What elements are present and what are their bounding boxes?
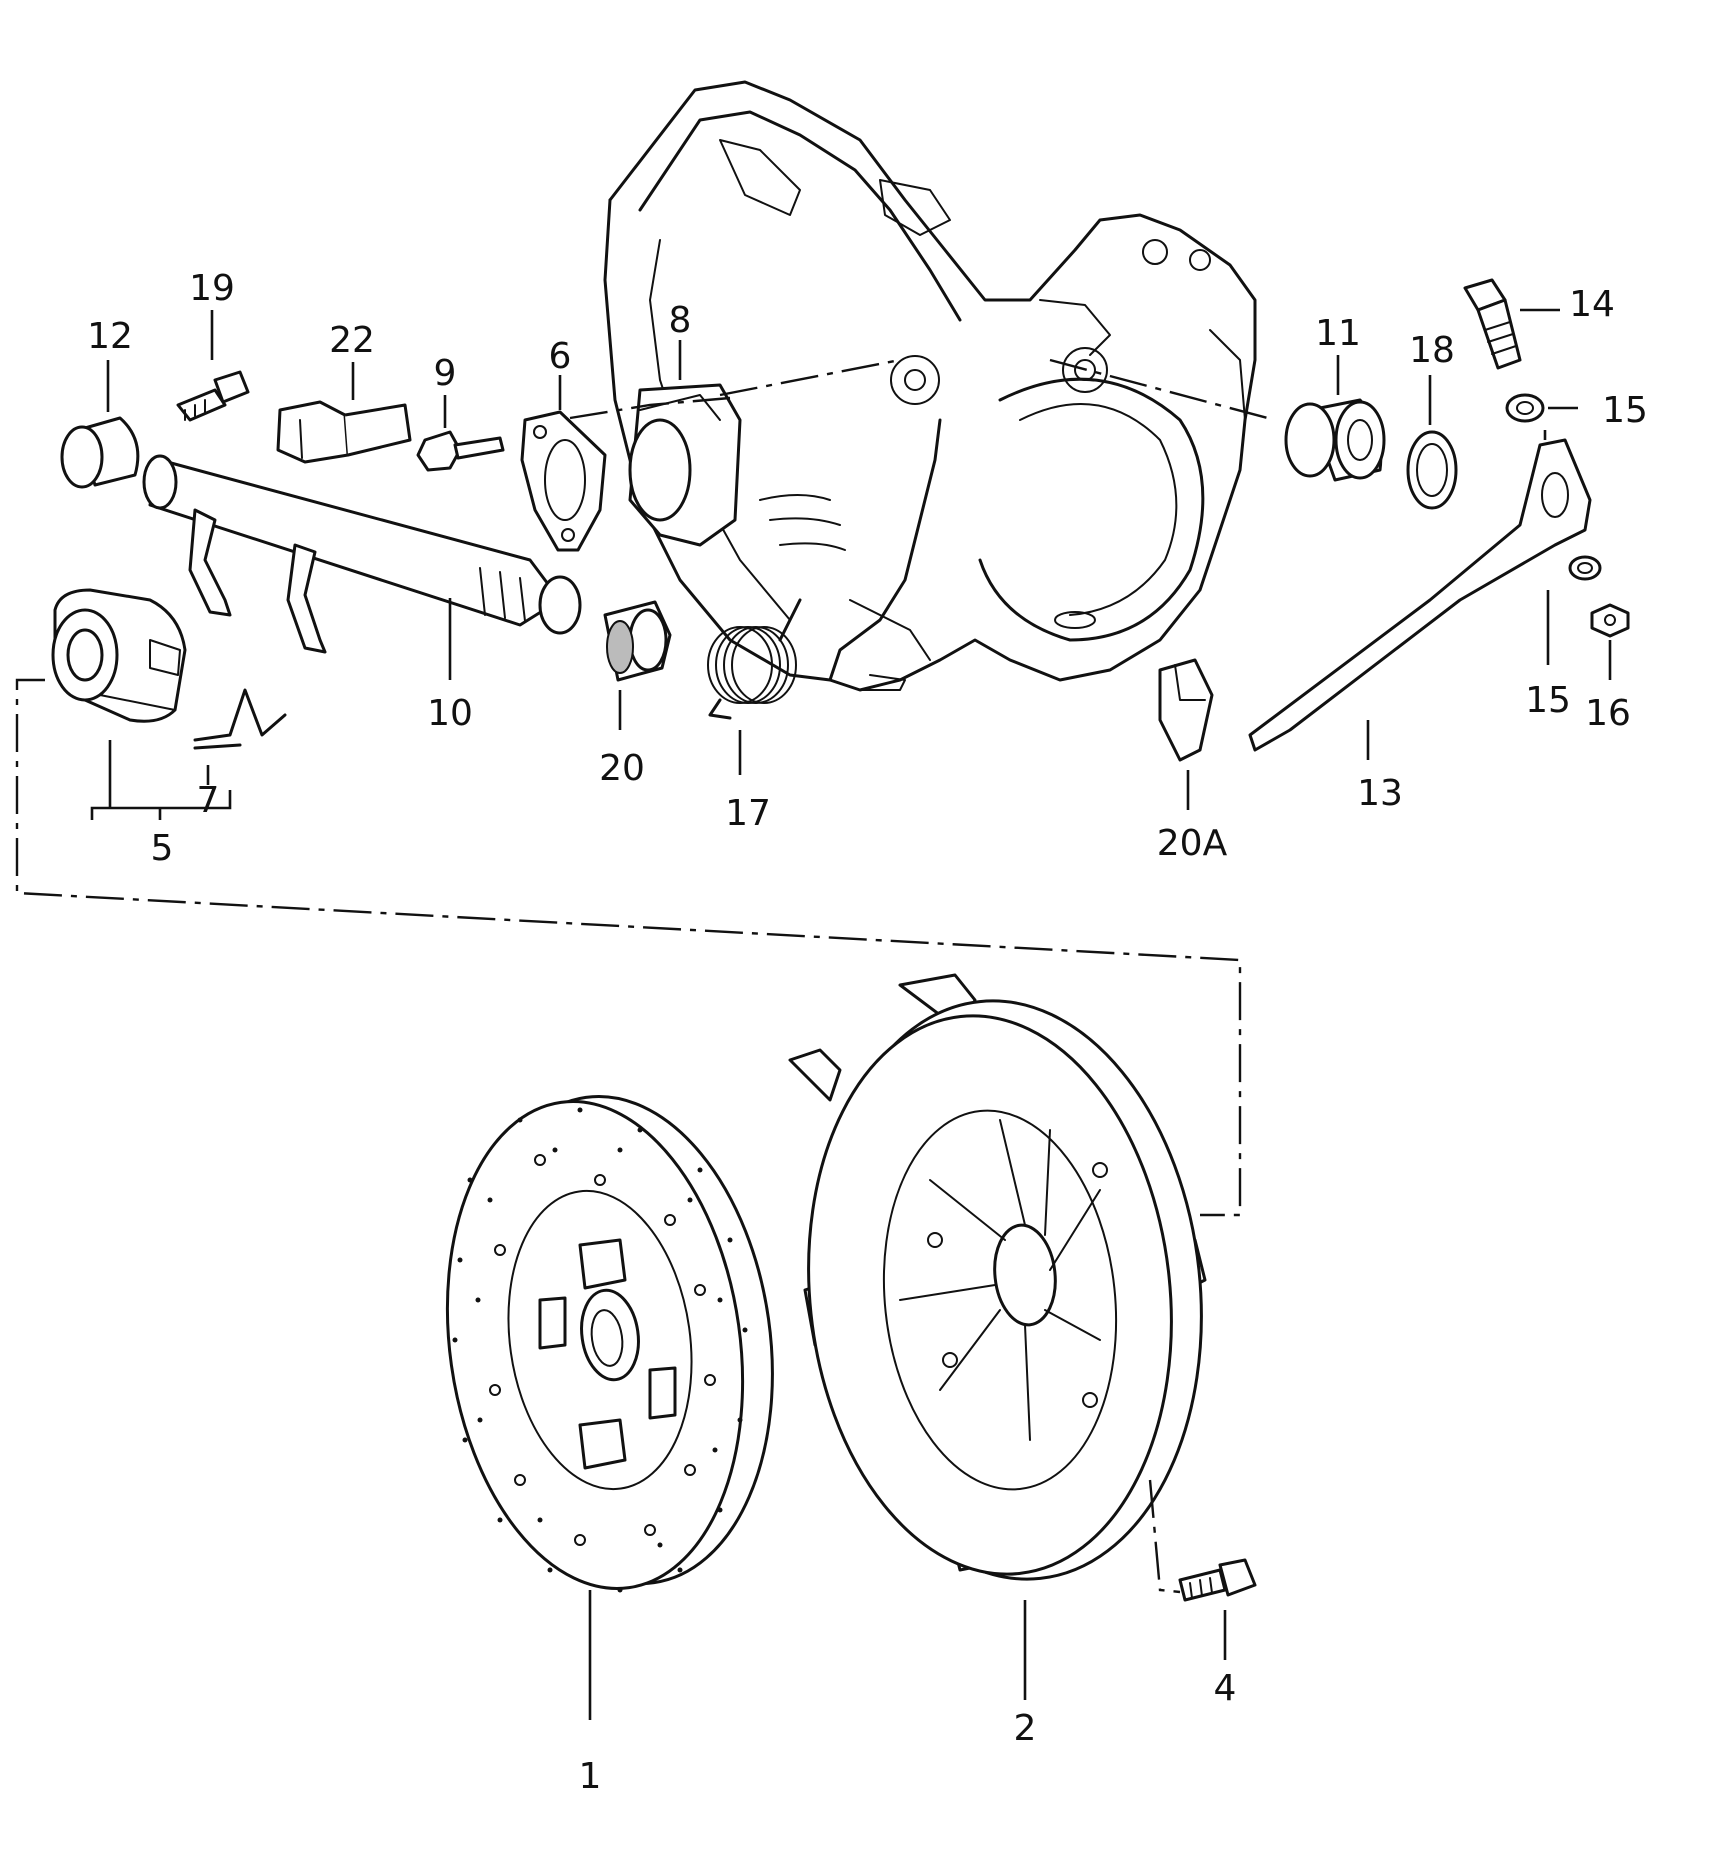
gasket [520,410,607,552]
washer-lower [1568,555,1602,581]
callout-19: 19 [189,268,235,309]
torsion-spring [707,598,802,720]
washer-upper [1505,393,1545,423]
clutch-disc [445,1094,774,1593]
callout-18: 18 [1409,330,1455,371]
callout-5: 5 [151,828,174,869]
leader-lines [90,308,1612,1720]
pressure-plate [788,973,1207,1581]
bolt-9 [416,430,505,472]
retaining-spring [193,688,287,750]
circlip [1406,430,1458,510]
callout-1: 1 [579,1756,602,1797]
nut [1590,603,1630,638]
callout-15-upper: 15 [1602,390,1648,431]
clip-20a [1158,658,1214,762]
callout-22: 22 [329,320,375,361]
release-bearing [51,588,187,723]
gearbox-housing [603,80,1257,692]
callout-11: 11 [1315,313,1361,354]
callout-20: 20 [599,748,645,789]
assembly-lines [15,358,1276,1594]
bolt-19 [176,370,250,422]
bush [60,416,140,489]
guide-piece [276,400,412,464]
callout-8: 8 [669,300,692,341]
bolt-4 [1178,1558,1257,1602]
callout-14: 14 [1569,284,1615,325]
callout-6: 6 [549,336,572,377]
callout-10: 10 [427,693,473,734]
callout-7: 7 [197,780,220,821]
callout-4: 4 [1214,1668,1237,1709]
clutch-lever [1248,438,1592,752]
bearing [1284,398,1386,482]
guide-sleeve [628,383,742,547]
release-shaft [142,454,582,654]
callout-2: 2 [1014,1708,1037,1749]
callout-labels: 1 2 4 5 6 7 8 9 10 11 12 13 14 15 15 16 … [87,268,1648,1797]
callout-12: 12 [87,316,133,357]
callout-16: 16 [1585,693,1631,734]
callout-15-lower: 15 [1525,680,1571,721]
callout-9: 9 [434,353,457,394]
callout-13: 13 [1357,773,1403,814]
callout-17: 17 [725,793,771,834]
callout-20a: 20A [1157,823,1228,864]
bolt-14 [1463,278,1522,370]
bush-20 [603,600,672,682]
